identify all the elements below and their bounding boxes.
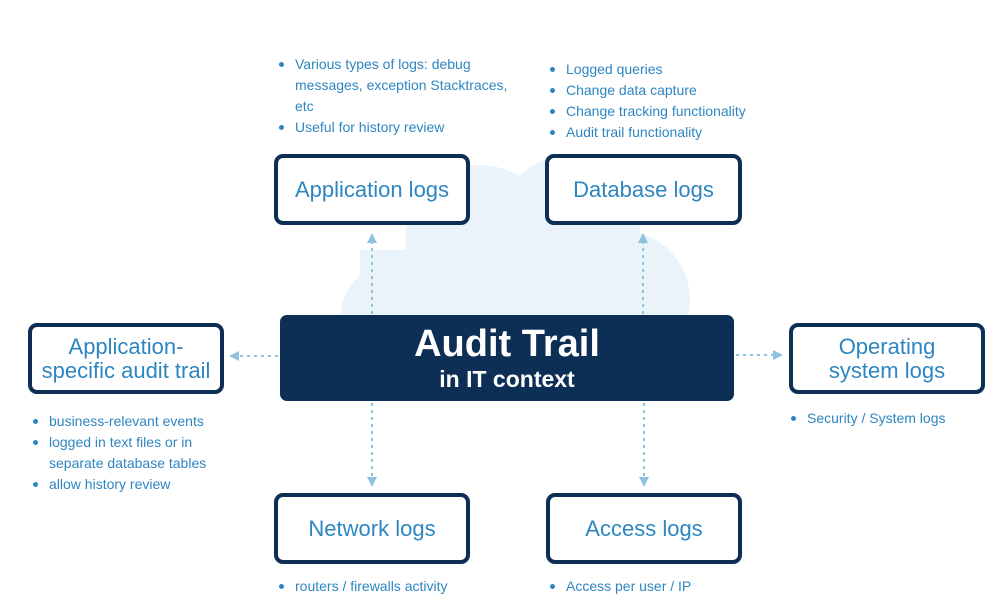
bullet-item: logged in text files or in separate data… (33, 432, 249, 474)
os-logs-bullets: Security / System logs (787, 408, 1002, 429)
bullet-item: Change data capture (550, 80, 806, 101)
bullet-item: Various types of logs: debug messages, e… (279, 54, 515, 117)
audit-trail-center-box: Audit Trail in IT context (280, 315, 734, 401)
bullet-item: business-relevant events (33, 411, 249, 432)
bullet-item: Logged queries (550, 59, 806, 80)
database-logs-label: Database logs (573, 176, 714, 202)
app-specific-audit-trail-box: Application-specific audit trail (28, 323, 224, 394)
app-specific-label: Application-specific audit trail (41, 333, 211, 383)
bullet-item: Useful for history review (279, 117, 515, 138)
operating-system-logs-box: Operating system logs (789, 323, 985, 394)
bullet-item: Access per user / IP (550, 576, 766, 597)
bullet-item: Audit trail functionality (550, 122, 806, 143)
network-logs-label: Network logs (308, 515, 436, 541)
bullet-item: allow history review (33, 474, 249, 495)
bullet-item: routers / firewalls activity (279, 576, 515, 597)
os-logs-label: Operating system logs (828, 333, 946, 383)
database-logs-box: Database logs (545, 154, 742, 225)
app-specific-bullets: business-relevant events logged in text … (29, 411, 249, 495)
access-logs-bullets: Access per user / IP (546, 576, 766, 597)
network-logs-box: Network logs (274, 493, 470, 564)
application-logs-bullets: Various types of logs: debug messages, e… (275, 54, 515, 138)
access-logs-box: Access logs (546, 493, 742, 564)
database-logs-bullets: Logged queries Change data capture Chang… (546, 59, 806, 143)
bullet-item: Security / System logs (791, 408, 1002, 429)
bullet-item: Change tracking functionality (550, 101, 806, 122)
access-logs-label: Access logs (585, 515, 703, 541)
application-logs-box: Application logs (274, 154, 470, 225)
application-logs-label: Application logs (294, 176, 450, 202)
center-subtitle: in IT context (439, 366, 575, 392)
center-title: Audit Trail (414, 323, 600, 365)
network-logs-bullets: routers / firewalls activity (275, 576, 515, 597)
